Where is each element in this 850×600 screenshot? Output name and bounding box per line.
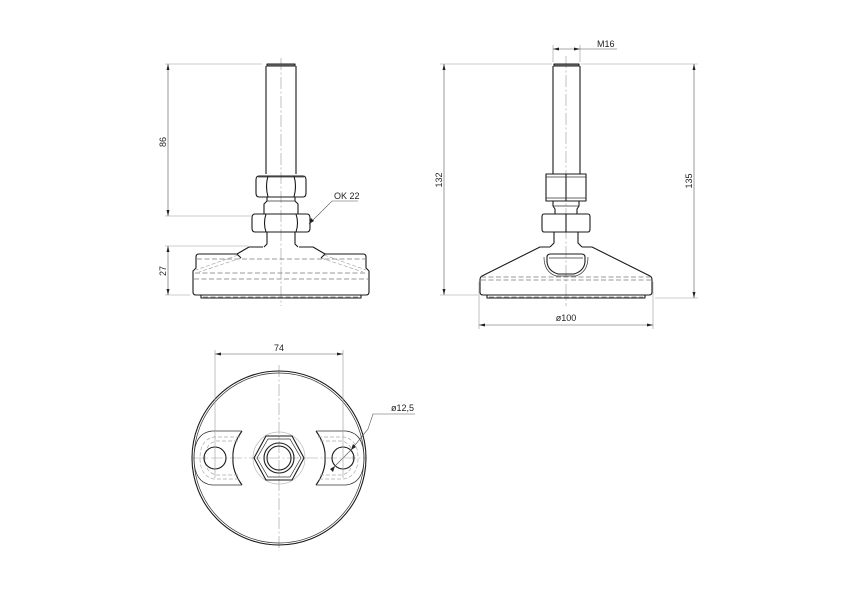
top-view: 74 ø12,5 (191, 343, 415, 551)
lower-hex-nut (251, 213, 311, 233)
dimension-label-diameter-12-5: ø12,5 (391, 403, 414, 413)
dimension-diameter-12-5: ø12,5 (330, 403, 415, 472)
dimension-label-135: 135 (684, 173, 694, 188)
nut-callout-ok22: OK 22 (308, 191, 360, 225)
dimension-86: 86 (158, 63, 262, 217)
dimension-135: 135 (581, 63, 698, 299)
base-pad (479, 246, 653, 299)
dimension-74: 74 (214, 343, 344, 478)
threaded-stud (265, 63, 297, 174)
dimension-label-132: 132 (434, 172, 444, 187)
dimension-label-86: 86 (158, 137, 168, 147)
center-hex-nut (252, 431, 306, 485)
dimension-132: 132 (434, 63, 552, 296)
base-pad (192, 246, 370, 299)
threaded-stud (552, 63, 581, 174)
dimension-diameter-100: ø100 (478, 282, 654, 329)
upper-hex-nut (545, 173, 587, 202)
base-disc-outline (191, 370, 367, 546)
front-view-right: M16 132 135 ø100 (434, 39, 698, 329)
upper-hex-nut (255, 175, 307, 198)
dimension-m16: M16 (552, 39, 617, 62)
dimension-label-27: 27 (158, 266, 168, 276)
callout-label-ok22: OK 22 (334, 191, 360, 201)
front-view-left: 86 27 OK 22 (158, 58, 370, 306)
dimension-label-diameter-100: ø100 (556, 313, 577, 323)
lower-hex-nut (541, 213, 591, 233)
dimension-label-74: 74 (274, 343, 284, 353)
dimension-27: 27 (158, 245, 248, 296)
dimension-label-m16: M16 (597, 39, 615, 49)
